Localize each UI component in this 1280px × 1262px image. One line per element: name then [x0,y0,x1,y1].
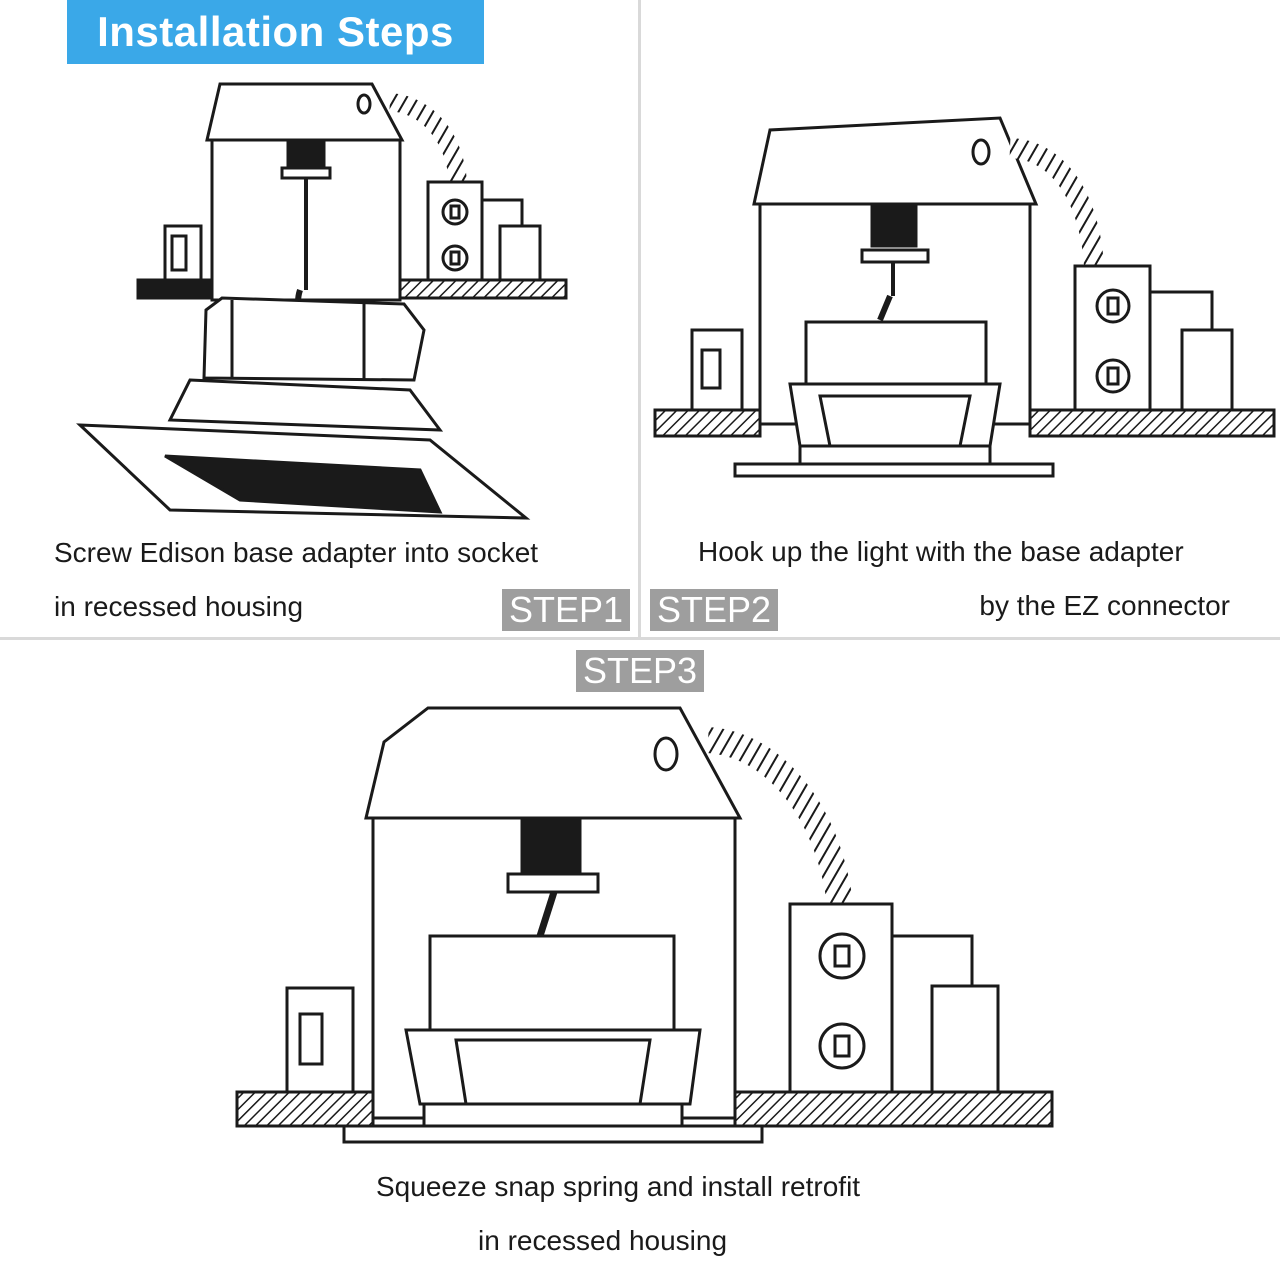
step2-caption-line1: Hook up the light with the base adapter [698,536,1184,567]
step3-badge: STEP3 [576,650,704,692]
step2-badge: STEP2 [650,589,778,631]
step3-caption-line1: Squeeze snap spring and install retrofit [376,1171,861,1202]
step3-diagram [235,706,1054,1144]
panel-divider-vertical [638,0,641,640]
step1-caption-line1: Screw Edison base adapter into socket [54,537,539,568]
panel-divider-horizontal [0,637,1280,640]
step1-caption-line2: in recessed housing [54,591,304,622]
step3-caption-line2: in recessed housing [478,1225,728,1256]
page-title: Installation Steps [67,0,484,64]
step1-diagram [76,82,568,520]
step2-diagram [653,116,1276,478]
step1-badge: STEP1 [502,589,630,631]
step2-caption-line2: by the EZ connector [979,590,1230,621]
